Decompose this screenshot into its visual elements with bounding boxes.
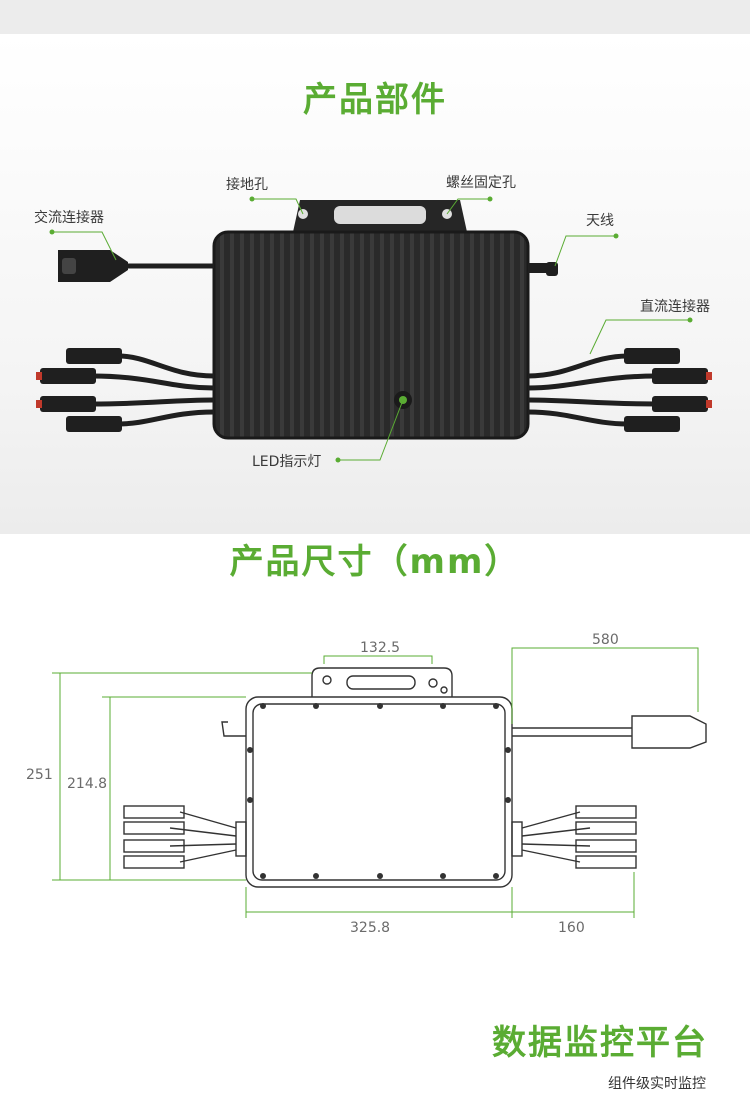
- inverter-photo: [36, 196, 712, 463]
- dim-bracket-width: 132.5: [360, 640, 401, 656]
- label-screw-hole: 螺丝固定孔: [446, 175, 516, 191]
- label-dc-connector: 直流连接器: [640, 299, 710, 315]
- dim-body-height: 214.8: [67, 776, 108, 792]
- label-antenna: 天线: [586, 213, 614, 229]
- dimensions-heading: 产品尺寸（mm）: [229, 542, 521, 582]
- top-strip: [0, 0, 750, 34]
- dim-cable-length: 580: [592, 632, 619, 648]
- dim-body-width: 325.8: [350, 920, 391, 936]
- heatsink-body: [214, 232, 528, 438]
- dim-dc-length: 160: [558, 920, 585, 936]
- monitoring-platform-subtitle: 组件级实时监控: [608, 1076, 706, 1092]
- dim-total-height: 251: [26, 767, 53, 783]
- label-ground-hole: 接地孔: [226, 177, 268, 193]
- label-led: LED指示灯: [252, 454, 322, 470]
- monitoring-platform-title: 数据监控平台: [492, 1023, 708, 1063]
- dimensions-section: [0, 534, 750, 1100]
- components-heading: 产品部件: [303, 80, 447, 120]
- ac-connector-shape: [58, 250, 128, 282]
- label-ac-connector: 交流连接器: [34, 210, 104, 226]
